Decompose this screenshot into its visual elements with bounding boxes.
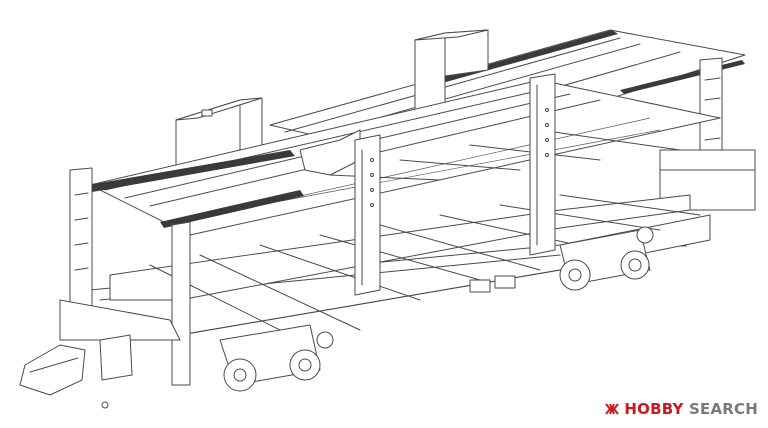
watermark-brand-gray: SEARCH	[689, 400, 758, 418]
truck-front	[219, 324, 334, 392]
watermark-logo: HOBBY SEARCH	[604, 400, 758, 418]
watermark-brand-red: HOBBY	[624, 400, 684, 418]
rack-strip-near	[88, 150, 304, 228]
front-end-frame	[59, 167, 191, 386]
watermark-text: HOBBY SEARCH	[624, 400, 758, 418]
rear-end-frame	[659, 57, 756, 247]
center-stanchion	[354, 73, 556, 296]
hobbysearch-logo-icon	[605, 403, 620, 415]
truck-rear	[559, 226, 654, 291]
coupler	[19, 334, 133, 409]
